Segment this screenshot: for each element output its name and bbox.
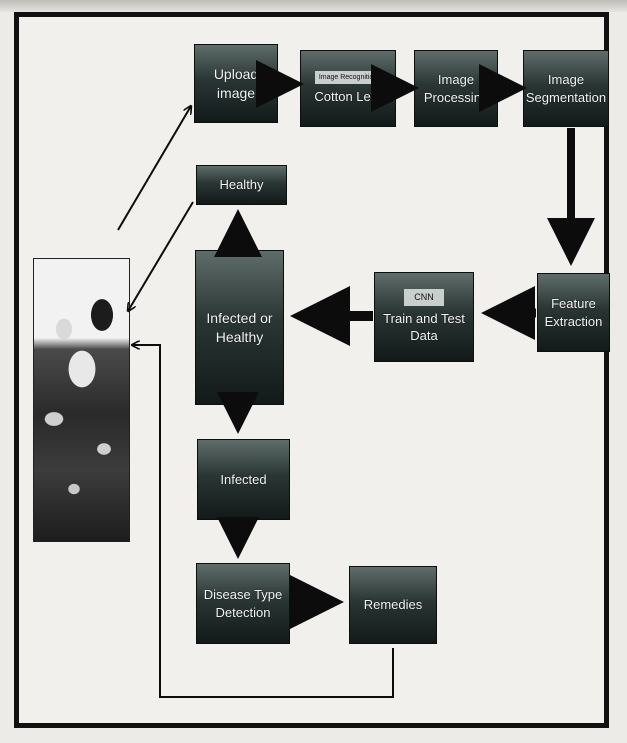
cotton-leaf-label: Cotton Leaf: [314, 89, 382, 105]
farmer-photo: [33, 258, 130, 542]
feature-extraction-box: Feature Extraction: [537, 273, 610, 352]
image-segmentation-line2: Segmentation: [525, 89, 607, 105]
remedies-box: Remedies: [349, 566, 437, 644]
cnn-header: CNN: [404, 289, 444, 306]
image-segmentation-line1: Image: [547, 71, 585, 87]
disease-type-line2: Detection: [215, 604, 271, 620]
arrow-remedies-to-photo: [132, 345, 394, 698]
cnn-train-test-label: Train and Test Data: [383, 310, 465, 344]
infected-or-healthy-box: Infected or Healthy: [195, 250, 284, 405]
feature-extraction-line2: Extraction: [544, 313, 603, 329]
image-processing-line2: Processing: [423, 89, 489, 105]
healthy-box: Healthy: [196, 165, 287, 205]
upload-image-label: Upload image: [213, 65, 259, 101]
cnn-box: CNN Train and Test Data: [374, 272, 474, 362]
infected-or-healthy-line2: Healthy: [215, 328, 264, 345]
infected-label: Infected: [220, 471, 267, 487]
infected-or-healthy-line1: Infected or: [206, 309, 273, 326]
disease-type-line1: Disease Type: [203, 586, 283, 602]
arrow-healthy-to-photo: [128, 201, 194, 311]
remedies-label: Remedies: [363, 597, 423, 613]
healthy-label: Healthy: [219, 177, 264, 193]
scan-shadow: [0, 0, 627, 12]
arrow-photo-to-upload: [117, 106, 191, 231]
disease-type-detection-box: Disease Type Detection: [196, 563, 290, 644]
image-processing-line1: Image: [437, 71, 475, 87]
image-recognition-header: Image Recognition: [314, 71, 382, 85]
feature-extraction-line1: Feature: [551, 295, 596, 311]
infected-box: Infected: [197, 439, 290, 520]
